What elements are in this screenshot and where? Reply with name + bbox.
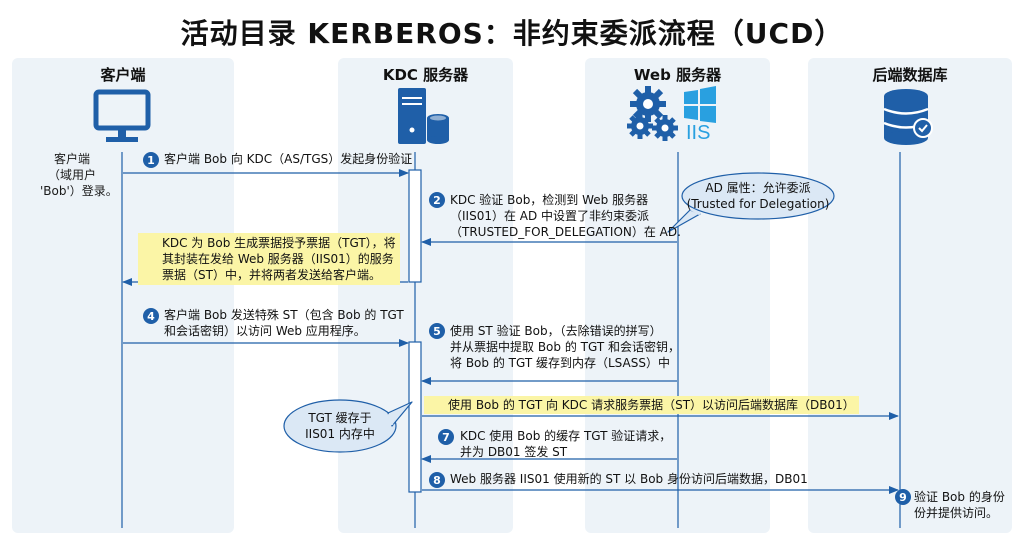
step-1-line: 客户端 Bob 向 KDC（AS/TGS）发起身份验证 <box>164 152 413 166</box>
client-login-note: 客户端 （域用户 'Bob'）登录。 <box>40 151 118 199</box>
iis-label: IIS <box>686 122 711 144</box>
step-badge-2: 2 <box>429 192 445 208</box>
step-badge-number: 2 <box>433 194 441 207</box>
step-badge-number: 1 <box>147 154 155 167</box>
step-badge-7: 7 <box>438 429 454 445</box>
step-badge-number: 4 <box>147 310 155 323</box>
step-badge-5: 5 <box>429 323 445 339</box>
step-badge-number: 5 <box>433 325 441 338</box>
step-7-line: KDC 使用 Bob 的缓存 TGT 验证请求， <box>460 429 672 443</box>
callout-ad-line: (Trusted for Delegation) <box>686 197 830 211</box>
kdc-activation-1 <box>408 169 422 283</box>
callout-ad-text: AD 属性：允许委派 (Trusted for Delegation) <box>682 180 834 212</box>
step-8-line: Web 服务器 IIS01 使用新的 ST 以 Bob 身份访问后端数据，DB0… <box>450 472 808 486</box>
client-note-line: （域用户 <box>47 168 96 182</box>
server-icon <box>398 88 449 144</box>
kdc-activation-2 <box>408 341 422 493</box>
step-5-line: 使用 ST 验证 Bob，（去除错误的拼写） <box>450 324 662 338</box>
step-6-text: 使用 Bob 的 TGT 向 KDC 请求服务票据（ST）以访问后端数据库（DB… <box>424 396 859 414</box>
step-badge-circle <box>429 192 445 208</box>
step-badge-4: 4 <box>143 308 159 324</box>
step-badge-8: 8 <box>429 472 445 488</box>
step-2-text: KDC 验证 Bob，检测到 Web 服务器 （IIS01）在 AD 中设置了非… <box>450 192 681 240</box>
step-6-line: 使用 Bob 的 TGT 向 KDC 请求服务票据（ST）以访问后端数据库（DB… <box>448 398 855 412</box>
step-badge-number: 8 <box>433 474 441 487</box>
step-badge-circle <box>895 489 911 505</box>
step-9-text: 验证 Bob 的身份 份并提供访问。 <box>914 489 1005 521</box>
callout-ad-bubble <box>667 172 835 233</box>
step-5-text: 使用 ST 验证 Bob，（去除错误的拼写） 并从票据中提取 Bob 的 TGT… <box>450 323 680 371</box>
page-title: 活动目录 KERBEROS：非约束委派流程（UCD） <box>180 17 844 50</box>
step-3-line: 其封装在发给 Web 服务器（IIS01）的服务 <box>162 252 394 266</box>
step-badge-circle <box>143 152 159 168</box>
step-4-line: 和会话密钥）以访问 Web 应用程序。 <box>164 324 366 338</box>
step-badge-number: 9 <box>899 491 907 504</box>
step-badge-circle <box>429 323 445 339</box>
step-2-line: KDC 验证 Bob，检测到 Web 服务器 <box>450 193 649 207</box>
gears-icon <box>627 86 678 141</box>
step-badge-circle <box>438 429 454 445</box>
step-3-line: 票据（ST）中，并将两者发送给客户端。 <box>162 268 381 282</box>
step-1-text: 客户端 Bob 向 KDC（AS/TGS）发起身份验证 <box>164 151 412 167</box>
step-5-line: 将 Bob 的 TGT 缓存到内存（LSASS）中 <box>450 356 670 370</box>
step-5-line: 并从票据中提取 Bob 的 TGT 和会话密钥， <box>450 340 680 354</box>
step-badge-number: 7 <box>442 431 450 444</box>
callout-tgt-text: TGT 缓存于 IIS01 内存中 <box>284 410 396 442</box>
step-2-line: （IIS01）在 AD 中设置了非约束委派 <box>450 209 650 223</box>
lane-title-db: 后端数据库 <box>872 66 948 84</box>
monitor-icon <box>93 89 151 142</box>
step-3-text: KDC 为 Bob 生成票据授予票据（TGT），将 其封装在发给 Web 服务器… <box>138 233 400 285</box>
step-7-line: 并为 DB01 签发 ST <box>460 445 568 459</box>
callout-tgt-line: TGT 缓存于 <box>308 411 372 425</box>
step-2-line: （TRUSTED_FOR_DELEGATION）在 AD. <box>450 225 681 239</box>
callout-tgt-bubble <box>283 399 413 453</box>
client-note-line: 客户端 <box>53 152 90 166</box>
step-3-line: KDC 为 Bob 生成票据授予票据（TGT），将 <box>162 236 396 250</box>
step-badge-1: 1 <box>143 152 159 168</box>
lane-title-kdc: KDC 服务器 <box>382 66 469 84</box>
callout-tgt-line: IIS01 内存中 <box>305 427 375 441</box>
step-badge-circle <box>429 472 445 488</box>
step-badge-circle <box>143 308 159 324</box>
step-9-line: 验证 Bob 的身份 <box>914 490 1005 504</box>
lane-title-client: 客户端 <box>100 66 146 84</box>
windows-logo-icon <box>684 86 716 123</box>
step-9-line: 份并提供访问。 <box>914 506 999 520</box>
step-8-text: Web 服务器 IIS01 使用新的 ST 以 Bob 身份访问后端数据，DB0… <box>450 471 808 487</box>
lane-title-web: Web 服务器 <box>633 66 722 84</box>
step-badge-9: 9 <box>895 489 911 505</box>
step-4-line: 客户端 Bob 发送特殊 ST（包含 Bob 的 TGT <box>164 308 404 322</box>
database-icon <box>883 89 933 145</box>
client-note-line: 'Bob'）登录。 <box>40 184 118 198</box>
step-7-text: KDC 使用 Bob 的缓存 TGT 验证请求， 并为 DB01 签发 ST <box>460 428 671 460</box>
step-4-text: 客户端 Bob 发送特殊 ST（包含 Bob 的 TGT 和会话密钥）以访问 W… <box>164 307 404 339</box>
callout-ad-line: AD 属性：允许委派 <box>705 181 811 195</box>
